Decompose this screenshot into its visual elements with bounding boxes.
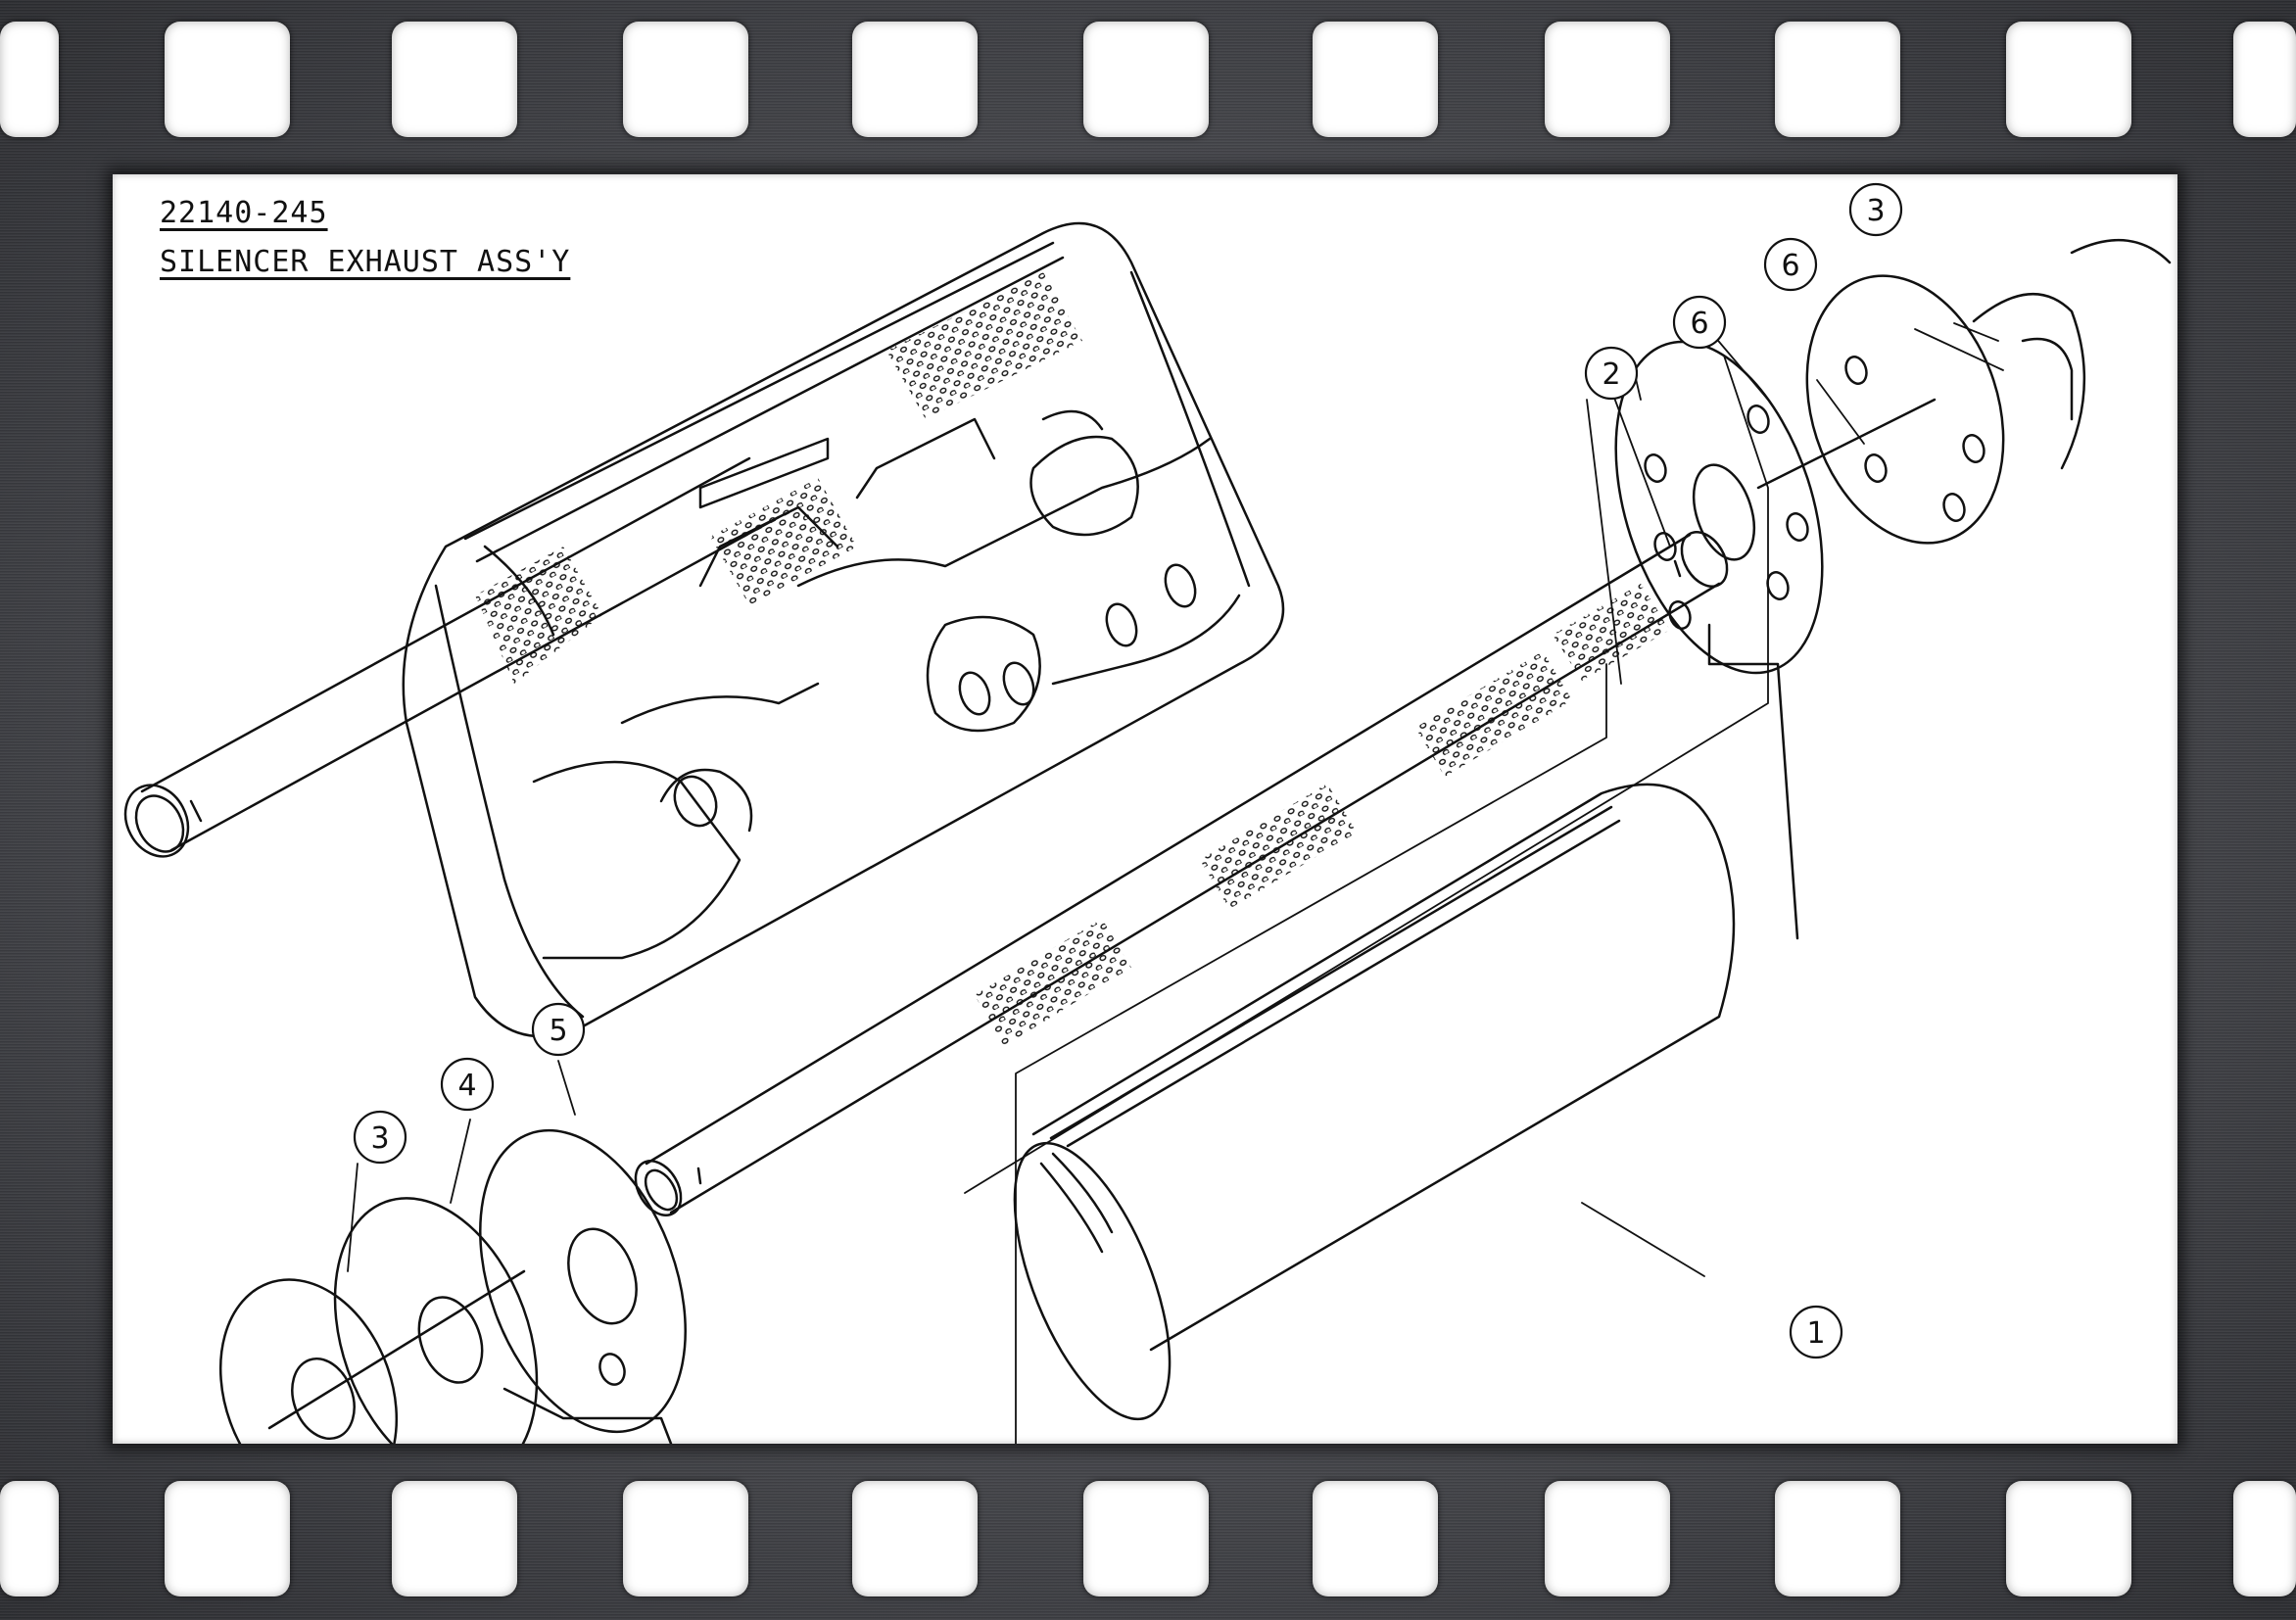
sprocket-hole [623, 1481, 748, 1596]
outer-shell [1013, 783, 1736, 1421]
callout-3-bottom: 3 [353, 1110, 407, 1165]
sprocket-hole [165, 1481, 290, 1596]
callout-5: 5 [531, 1002, 586, 1057]
callout-1-label: 1 [1806, 1316, 1825, 1351]
sprocket-hole [1313, 22, 1438, 137]
callout-group: 3 6 6 2 5 4 3 [353, 182, 1903, 1359]
callout-6-top-left-label: 6 [1690, 307, 1708, 341]
sprocket-hole [2233, 22, 2296, 137]
sprocket-hole [1545, 22, 1670, 137]
baffle-plates-bottom [218, 1128, 687, 1444]
sprocket-hole [0, 1481, 59, 1596]
film-frame: 22140-245 SILENCER EXHAUST ASS'Y [113, 174, 2177, 1444]
sprocket-hole [392, 1481, 517, 1596]
leader-lines [347, 322, 2004, 1444]
sprocket-hole [623, 22, 748, 137]
callout-6-top-left: 6 [1672, 295, 1727, 350]
callout-6-top-right-label: 6 [1781, 249, 1799, 283]
part-number: 22140-245 [160, 196, 328, 230]
sprocket-hole [392, 22, 517, 137]
assembled-silencer-cutaway [123, 221, 1285, 1038]
sprocket-hole [2233, 1481, 2296, 1596]
callout-3-bottom-label: 3 [370, 1121, 389, 1156]
callout-1: 1 [1789, 1305, 1843, 1359]
baffle-plates-top [1614, 238, 2172, 940]
sprocket-hole [1545, 1481, 1670, 1596]
exploded-diagram: 3 6 6 2 5 4 3 [123, 182, 2172, 1444]
sprocket-hole [0, 22, 59, 137]
perforated-pipe [634, 531, 1729, 1216]
callout-4-label: 4 [457, 1069, 476, 1103]
sprocket-hole [852, 22, 978, 137]
callout-2: 2 [1584, 346, 1639, 401]
sprocket-hole [2006, 22, 2131, 137]
callout-4: 4 [440, 1057, 495, 1112]
callout-6-top-right: 6 [1763, 237, 1818, 292]
sprocket-hole [1775, 1481, 1900, 1596]
callout-3-top-label: 3 [1866, 194, 1885, 228]
sprocket-hole [852, 1481, 978, 1596]
sprocket-hole [1775, 22, 1900, 137]
sprocket-hole [165, 22, 290, 137]
callout-5-label: 5 [549, 1014, 567, 1048]
callout-2-label: 2 [1602, 357, 1620, 392]
sprocket-hole [1083, 1481, 1209, 1596]
callout-3-top: 3 [1848, 182, 1903, 237]
assembly-title: SILENCER EXHAUST ASS'Y [160, 245, 571, 279]
sprocket-hole [1083, 22, 1209, 137]
sprocket-hole [2006, 1481, 2131, 1596]
sprocket-hole [1313, 1481, 1438, 1596]
